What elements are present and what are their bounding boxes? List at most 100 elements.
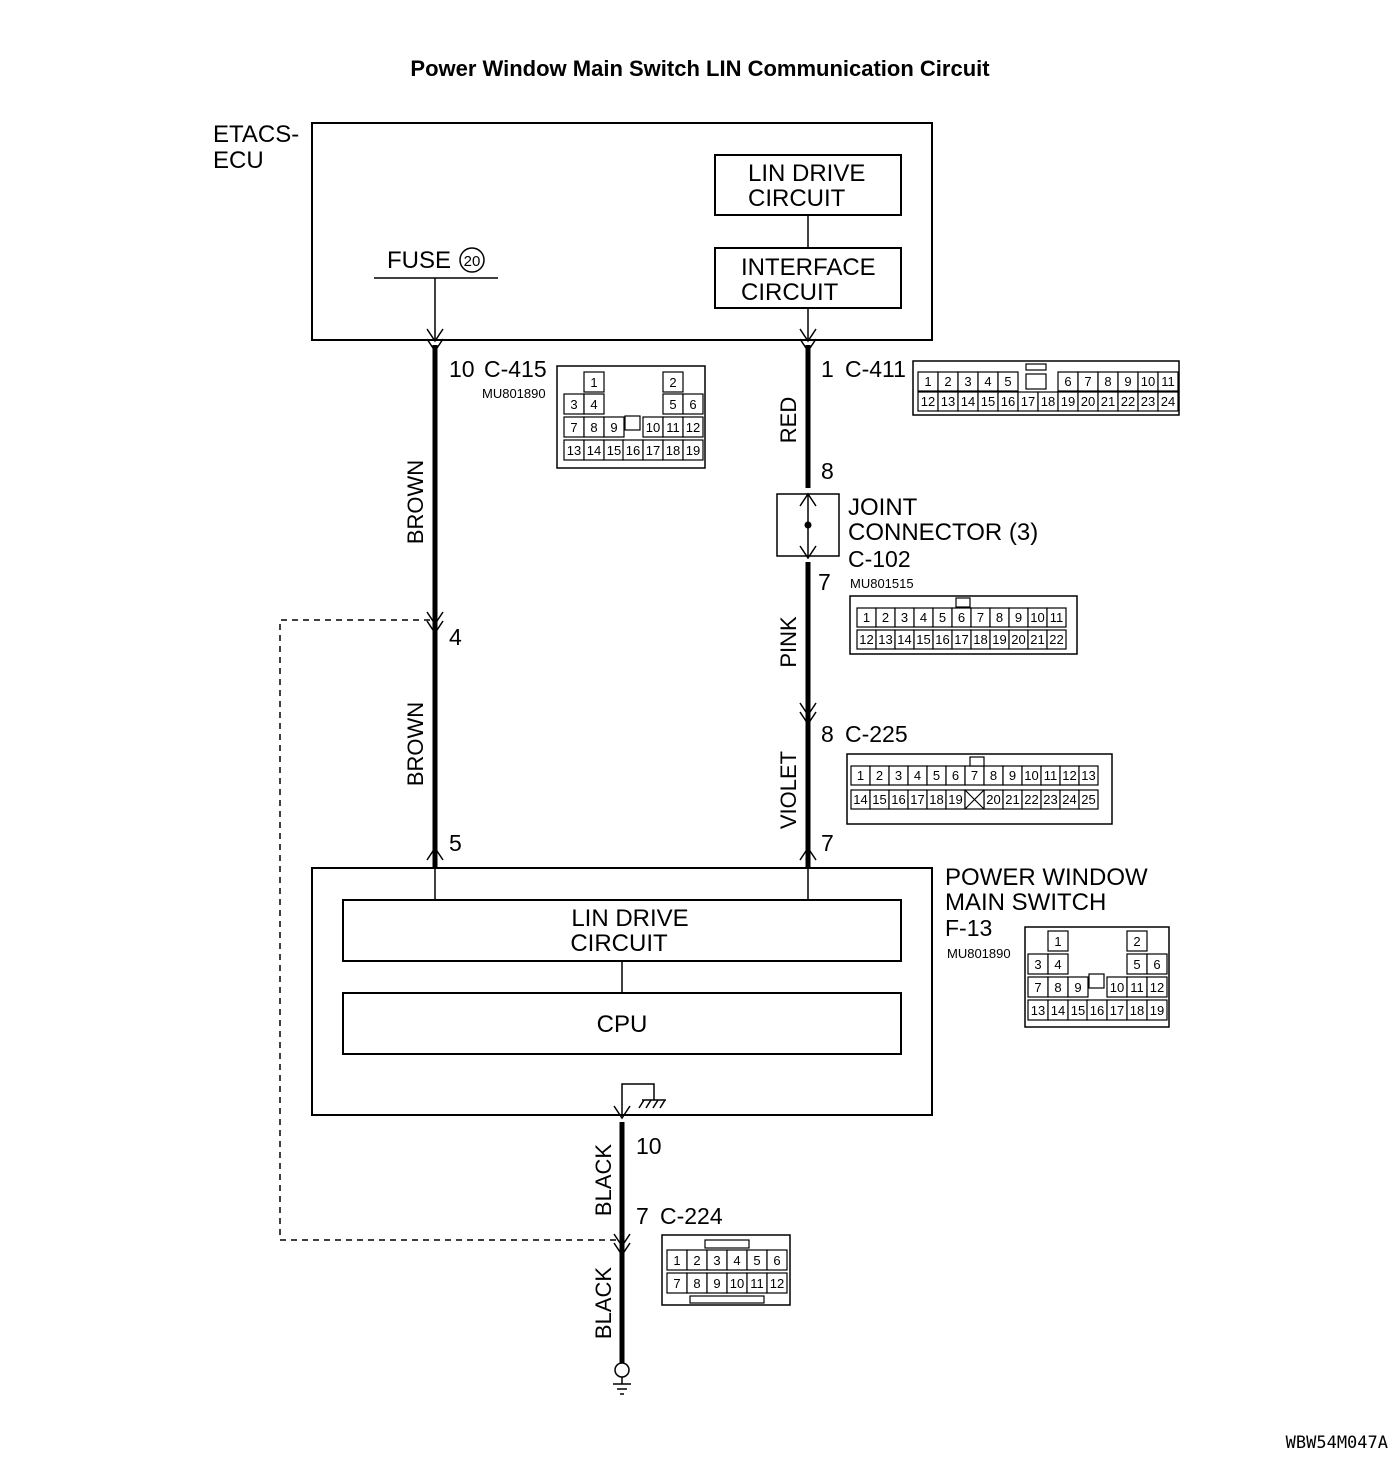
c224-cell: [766, 1249, 788, 1271]
joint-connector-node: [804, 521, 812, 529]
f13-cell: [1047, 930, 1069, 952]
c225-pin-label: 8: [990, 768, 997, 783]
f13-pin-label: 12: [1150, 980, 1164, 995]
c102-pin-label: 22: [1049, 632, 1063, 647]
c411-pin-label: 22: [1121, 394, 1135, 409]
c225-pin-label: 9: [1009, 768, 1016, 783]
f13-pin-ground: 10: [636, 1133, 662, 1159]
f13-right-pin-symbol: [799, 846, 817, 861]
switch-ground-link: [621, 1083, 655, 1115]
c411-pin-label: 6: [1064, 374, 1071, 389]
f13-pin-label: 18: [1130, 1003, 1144, 1018]
c102-pin-out: 7: [818, 569, 831, 595]
c411-lock-tab: [1025, 373, 1047, 390]
f13-pin-label: 10: [1110, 980, 1124, 995]
c225-cell: [1078, 789, 1099, 810]
c411-pin-label: 8: [1104, 374, 1111, 389]
c224-pin-label: 5: [753, 1253, 760, 1268]
c225-pin-label: 24: [1062, 792, 1076, 807]
c411-pin-label: 13: [941, 394, 955, 409]
c411-cell: [1157, 391, 1179, 412]
f13-pin-label: 3: [1034, 957, 1041, 972]
c225-key: [969, 756, 985, 767]
c102-pin-label: 2: [882, 610, 889, 625]
c102-pin-label: 20: [1011, 632, 1025, 647]
c411-pin-label: 4: [984, 374, 991, 389]
switch-cpu-label: CPU: [597, 1011, 648, 1038]
f13-pin-label: 1: [1054, 934, 1061, 949]
f13-cell: [1146, 953, 1168, 975]
c411-pin-label: 24: [1161, 394, 1175, 409]
c415-pin-label: 4: [590, 397, 597, 412]
c411-pin-label: 21: [1101, 394, 1115, 409]
c415-pin-label: 1: [590, 375, 597, 390]
c225-pin-label: 20: [986, 792, 1000, 807]
f13-cell: [1047, 953, 1069, 975]
c102-cell: [1046, 607, 1067, 628]
c224-latch: [689, 1295, 765, 1304]
c415-pin: 10: [449, 356, 475, 382]
f13-name-line2: MAIN SWITCH: [945, 889, 1106, 916]
c415-pin-label: 11: [666, 420, 680, 435]
f13-pin-label: 16: [1090, 1003, 1104, 1018]
f13-cell: [1146, 999, 1168, 1021]
c102-pin-label: 6: [958, 610, 965, 625]
f13-name-line1: POWER WINDOW: [945, 864, 1148, 891]
connector-c224-symbol: [613, 1233, 631, 1257]
c415-pin-label: 18: [666, 443, 680, 458]
fuse-label: FUSE: [387, 247, 451, 274]
f13-pin-label: 13: [1031, 1003, 1045, 1018]
c415-pin-label: 19: [686, 443, 700, 458]
c411-pin-label: 23: [1141, 394, 1155, 409]
f13-cell: [1146, 976, 1168, 998]
c102-pin-label: 4: [920, 610, 927, 625]
c415-pin-label: 14: [587, 443, 601, 458]
f13-lock-tab: [1088, 973, 1105, 989]
c224-pin-label: 4: [733, 1253, 740, 1268]
c102-pin-label: 7: [977, 610, 984, 625]
c102-pin-label: 17: [954, 632, 968, 647]
c102-pin-label: 9: [1015, 610, 1022, 625]
c415-pin-label: 13: [567, 443, 581, 458]
c411-pin-label: 17: [1021, 394, 1035, 409]
c415-cell: [583, 371, 605, 393]
c225-pin-label: 17: [910, 792, 924, 807]
c415-cell: [682, 393, 704, 415]
wire-label-red: RED: [776, 397, 801, 443]
c411-pin-label: 15: [981, 394, 995, 409]
c225-pin-label: 15: [872, 792, 886, 807]
c102-pin-label: 12: [859, 632, 873, 647]
c411-cell: [1157, 371, 1179, 392]
etacs-lin-drive-line1: LIN DRIVE: [748, 160, 865, 187]
c102-pin-label: 1: [863, 610, 870, 625]
c411-pin-label: 14: [961, 394, 975, 409]
f13-pin-label: 8: [1054, 980, 1061, 995]
c415-pin-label: 10: [646, 420, 660, 435]
joint-connector-line1: JOINT: [848, 494, 918, 521]
c411-pin-label: 20: [1081, 394, 1095, 409]
c415-pin-label: 5: [669, 397, 676, 412]
c224-pin-label: 12: [770, 1276, 784, 1291]
f13-name: F-13: [945, 915, 992, 941]
c415-pin-label: 6: [689, 397, 696, 412]
c225-pin-label: 6: [952, 768, 959, 783]
c225-pin-label: 4: [914, 768, 921, 783]
c225-cell: [1078, 765, 1099, 786]
switch-lin-drive-line2: CIRCUIT: [570, 930, 668, 957]
c102-pin-label: 3: [901, 610, 908, 625]
c411-pin-label: 1: [924, 374, 931, 389]
c102-pin-label: 10: [1030, 610, 1044, 625]
c224-key: [704, 1239, 750, 1249]
wire-label-black-upper: BLACK: [591, 1144, 616, 1216]
f13-pin-label: 2: [1133, 934, 1140, 949]
wire-label-black-lower: BLACK: [591, 1267, 616, 1339]
c225-pin-label: 16: [891, 792, 905, 807]
c102-pin-label: 5: [939, 610, 946, 625]
f13-pin-left: 5: [449, 830, 462, 856]
c225-pin-label: 13: [1081, 768, 1095, 783]
switch-lin-drive-box: [342, 899, 902, 962]
c411-pin-label: 12: [921, 394, 935, 409]
